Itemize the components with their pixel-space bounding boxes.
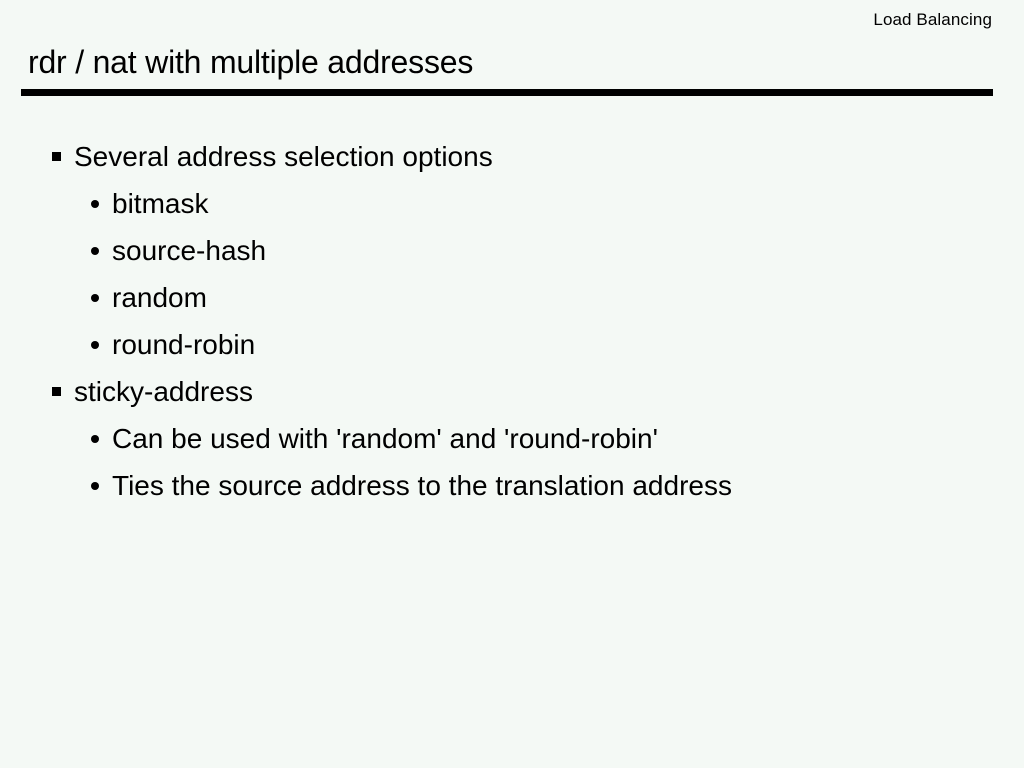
title-divider-rule xyxy=(21,89,993,96)
round-bullet-icon xyxy=(91,482,99,490)
bullet-item-level2: source-hash xyxy=(0,227,1024,274)
bullet-text: sticky-address xyxy=(74,376,253,407)
square-bullet-icon xyxy=(52,387,61,396)
bullet-item-level1: sticky-address xyxy=(0,368,1024,415)
round-bullet-icon xyxy=(91,200,99,208)
bullet-item-level1: Several address selection options xyxy=(0,133,1024,180)
slide-bullet-list: Several address selection options bitmas… xyxy=(0,133,1024,509)
bullet-item-level2: bitmask xyxy=(0,180,1024,227)
bullet-text: random xyxy=(112,282,207,313)
bullet-text: Several address selection options xyxy=(74,141,493,172)
bullet-text: bitmask xyxy=(112,188,209,219)
bullet-text: Ties the source address to the translati… xyxy=(112,470,732,501)
bullet-item-level2: Can be used with 'random' and 'round-rob… xyxy=(0,415,1024,462)
round-bullet-icon xyxy=(91,341,99,349)
slide-title: rdr / nat with multiple addresses xyxy=(28,44,474,80)
bullet-item-level2: Ties the source address to the translati… xyxy=(0,462,1024,509)
bullet-item-level2: random xyxy=(0,274,1024,321)
bullet-text: Can be used with 'random' and 'round-rob… xyxy=(112,423,658,454)
bullet-item-level2: round-robin xyxy=(0,321,1024,368)
bullet-text: source-hash xyxy=(112,235,267,266)
slide-header-topic: Load Balancing xyxy=(873,10,992,29)
round-bullet-icon xyxy=(91,247,99,255)
round-bullet-icon xyxy=(91,294,99,302)
square-bullet-icon xyxy=(52,152,61,161)
bullet-text: round-robin xyxy=(112,329,256,360)
round-bullet-icon xyxy=(91,435,99,443)
